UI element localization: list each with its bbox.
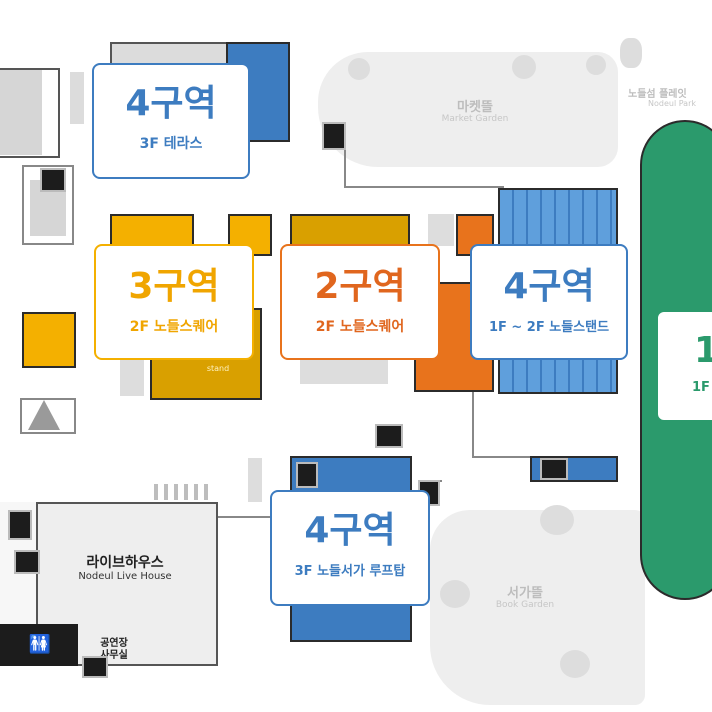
zone-floor: 2F 노들스퀘어 — [315, 319, 405, 335]
zone-number: 1 — [694, 330, 712, 371]
market-garden-en-label: Market Garden — [441, 114, 509, 124]
tree-icon — [348, 58, 370, 80]
stairs-icon[interactable] — [82, 656, 108, 678]
stairs-icon[interactable] — [40, 168, 66, 192]
walkway-line — [215, 516, 275, 518]
book-garden-area — [430, 510, 645, 705]
nodeul-park-label: 노들섬 플레잇 — [628, 89, 687, 100]
book-garden-label: 서가뜰 — [507, 586, 543, 601]
zone-number: 4구역 — [125, 83, 217, 124]
zone-card-3[interactable]: 3구역 2F 노들스퀘어 — [94, 244, 254, 360]
tree-icon — [540, 505, 574, 535]
elevator-icon[interactable] — [322, 122, 346, 150]
restroom-block — [0, 624, 78, 666]
zone-card-4-terrace[interactable]: 4구역 3F 테라스 — [92, 63, 250, 179]
zone-number: 4구역 — [304, 510, 396, 551]
yellow-small-block[interactable] — [22, 312, 76, 368]
zone-number: 2구역 — [314, 266, 406, 307]
zone-number: 3구역 — [128, 266, 220, 307]
tree-icon — [512, 55, 536, 79]
book-garden-en-label: Book Garden — [495, 600, 555, 610]
zone-number: 4구역 — [503, 266, 595, 307]
grey-fence — [154, 484, 214, 500]
grey-building-fill — [0, 70, 42, 155]
zone-card-1[interactable]: 1 1F — [656, 310, 712, 422]
stairs-icon[interactable] — [540, 458, 568, 480]
grey-strip — [70, 72, 84, 124]
zone-floor: 3F 노들서가 루프탑 — [294, 564, 406, 579]
tree-icon — [440, 580, 470, 608]
live-house-en-label: Nodeul Live House — [78, 571, 172, 582]
restroom-icon: 🚻 — [28, 634, 52, 655]
zone-card-4-stand[interactable]: 4구역 1F ~ 2F 노들스탠드 — [470, 244, 628, 360]
zone-floor: 1F ~ 2F 노들스탠드 — [488, 320, 610, 335]
nodeul-park-en-label: Nodeul Park — [648, 99, 697, 108]
grey-patch — [120, 360, 144, 396]
grey-patch — [428, 214, 454, 246]
walkway-line — [344, 186, 504, 188]
stairs-icon[interactable] — [14, 550, 40, 574]
zone-card-2[interactable]: 2구역 2F 노들스퀘어 — [280, 244, 440, 360]
elevator-icon[interactable] — [8, 510, 32, 540]
zone-card-4-rooftop[interactable]: 4구역 3F 노들서가 루프탑 — [270, 490, 430, 606]
tree-icon — [586, 55, 606, 75]
grey-patch — [248, 458, 262, 502]
tree-icon — [620, 38, 642, 68]
zone-floor: 1F — [692, 380, 710, 395]
office-label-2: 사무실 — [100, 650, 128, 661]
stairs-icon[interactable] — [375, 424, 403, 448]
office-label-1: 공연장 — [100, 638, 128, 649]
restroom-icon[interactable] — [296, 462, 318, 488]
mountain-icon — [28, 400, 60, 430]
market-garden-label: 마켓뜰 — [457, 100, 493, 115]
stand-label: stand — [206, 364, 230, 373]
zone-floor: 3F 테라스 — [139, 136, 203, 152]
live-house-label: 라이브하우스 — [86, 555, 164, 571]
tree-icon — [560, 650, 590, 678]
zone-floor: 2F 노들스퀘어 — [129, 319, 219, 335]
walkway-line — [472, 392, 474, 458]
walkway-line — [472, 456, 532, 458]
walkway-line — [344, 150, 346, 188]
